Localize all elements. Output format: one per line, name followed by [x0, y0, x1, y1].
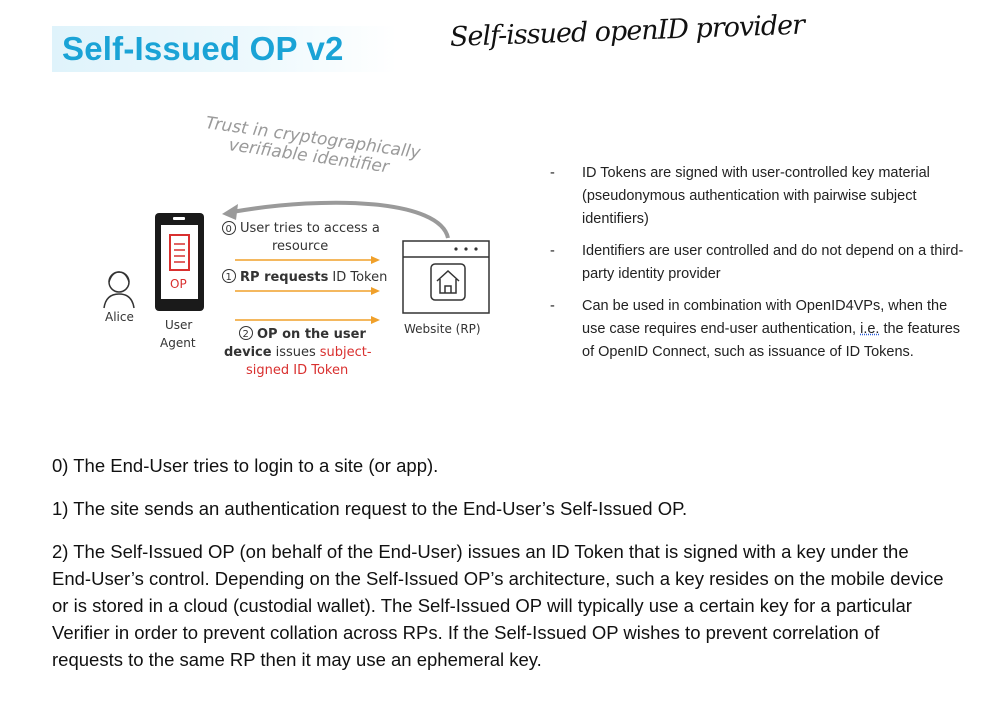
website-label: Website (RP)	[404, 322, 481, 336]
bullet-text-part: the features of OpenID Connect, such as …	[582, 321, 961, 360]
user-agent-label-line1: User	[165, 318, 192, 332]
step2-rest: issues	[276, 345, 316, 360]
step0-number: 0	[226, 224, 232, 235]
bullet-text: Identifiers are user controlled and do n…	[582, 243, 964, 282]
step2-number: 2	[243, 329, 249, 340]
bullet-dash: -	[550, 298, 555, 314]
step2-label-line1: OP on the user	[257, 327, 366, 342]
step2-bold: device	[224, 345, 272, 360]
alice-person-icon	[103, 271, 135, 309]
bullet-list: - ID Tokens are signed with user-control…	[550, 162, 970, 373]
step1-rest: ID Token	[332, 270, 387, 285]
bullet-item: - Can be used in combination with OpenID…	[550, 295, 970, 364]
step1-arrowhead	[371, 287, 380, 295]
bullet-dash: -	[550, 165, 555, 181]
bullet-dash: -	[550, 243, 555, 259]
step2-red: subject-	[320, 345, 372, 360]
bullet-text-ie: i.e.	[860, 321, 880, 337]
trust-arrow-head	[222, 204, 238, 220]
page-title: Self-Issued OP v2	[62, 30, 344, 67]
step0-circle	[222, 221, 236, 235]
body-paragraphs: 0) The End-User tries to login to a site…	[52, 452, 952, 689]
step1-number: 1	[226, 272, 232, 283]
phone-icon	[155, 213, 204, 311]
step0-label-line2: resource	[272, 239, 328, 254]
step0-label-line1: User tries to access a	[240, 221, 380, 236]
alice-label: Alice	[105, 310, 134, 324]
paragraph-step0: 0) The End-User tries to login to a site…	[52, 455, 439, 476]
paragraph-step1: 1) The site sends an authentication requ…	[52, 498, 688, 519]
bullet-text: Can be used in combination with OpenID4V…	[582, 295, 970, 364]
step1-bold: RP requests	[240, 270, 329, 285]
user-agent-label-line2: Agent	[160, 336, 196, 350]
bullet-text: ID Tokens are signed with user-controlle…	[582, 165, 930, 227]
step0-arrowhead	[371, 256, 380, 264]
step2-circle	[239, 326, 253, 340]
title-banner	[52, 26, 397, 72]
step1-circle	[222, 269, 236, 283]
step2-arrowhead	[371, 316, 380, 324]
op-label: OP	[170, 277, 187, 291]
bullet-item: - Identifiers are user controlled and do…	[550, 240, 970, 286]
paragraph-step2: 2) The Self-Issued OP (on behalf of the …	[52, 541, 944, 670]
trust-arrow	[231, 200, 450, 239]
step2-label-line3: signed ID Token	[246, 363, 348, 378]
website-window-icon	[402, 240, 490, 314]
bullet-item: - ID Tokens are signed with user-control…	[550, 162, 970, 231]
siop-flow-diagram: Trust in cryptographically verifiable id…	[103, 113, 490, 378]
bullet-text-part: Can be used in combination with OpenID4V…	[582, 298, 948, 337]
step2-label-line2: device issues subject-	[224, 345, 372, 360]
